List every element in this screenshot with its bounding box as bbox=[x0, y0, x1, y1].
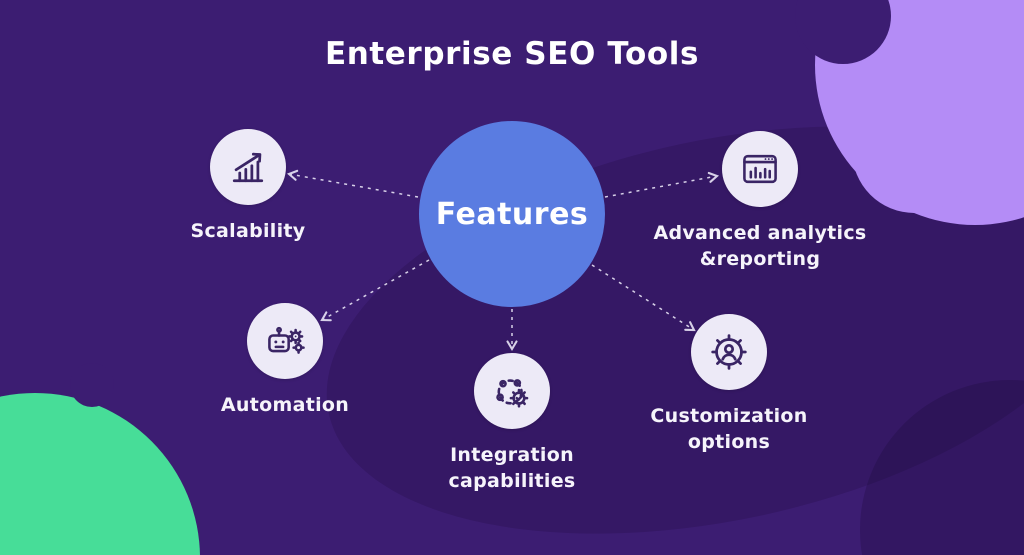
node-label-scalability: Scalability bbox=[190, 220, 306, 242]
lavender-blob-lobe bbox=[852, 88, 977, 213]
node-customization: Customization options bbox=[599, 314, 859, 455]
page-title: Enterprise SEO Tools bbox=[324, 36, 700, 72]
features-center-node: Features bbox=[419, 121, 605, 307]
node-scalability: Scalability bbox=[118, 129, 378, 245]
node-integration: Integration capabilities bbox=[382, 353, 642, 494]
node-automation: Automation bbox=[155, 303, 415, 419]
features-label: Features bbox=[435, 196, 589, 232]
node-analytics: Advanced analytics &reporting bbox=[628, 131, 892, 272]
node-label-customization: Customization options bbox=[650, 405, 808, 453]
analytics-icon-circle bbox=[722, 131, 798, 207]
integration-icon-circle bbox=[474, 353, 550, 429]
gear-user-icon bbox=[711, 334, 747, 370]
analytics-dashboard-icon bbox=[743, 154, 777, 184]
node-label-integration: Integration capabilities bbox=[448, 444, 576, 492]
node-label-analytics: Advanced analytics &reporting bbox=[653, 222, 867, 270]
node-label-automation: Automation bbox=[220, 394, 350, 416]
bar-chart-growth-icon bbox=[232, 152, 264, 183]
integration-network-icon bbox=[496, 379, 529, 408]
scalability-icon-circle bbox=[210, 129, 286, 205]
green-blob-notch bbox=[70, 363, 114, 407]
automation-icon-circle bbox=[247, 303, 323, 379]
customization-icon-circle bbox=[691, 314, 767, 390]
robot-gears-icon bbox=[268, 326, 305, 354]
